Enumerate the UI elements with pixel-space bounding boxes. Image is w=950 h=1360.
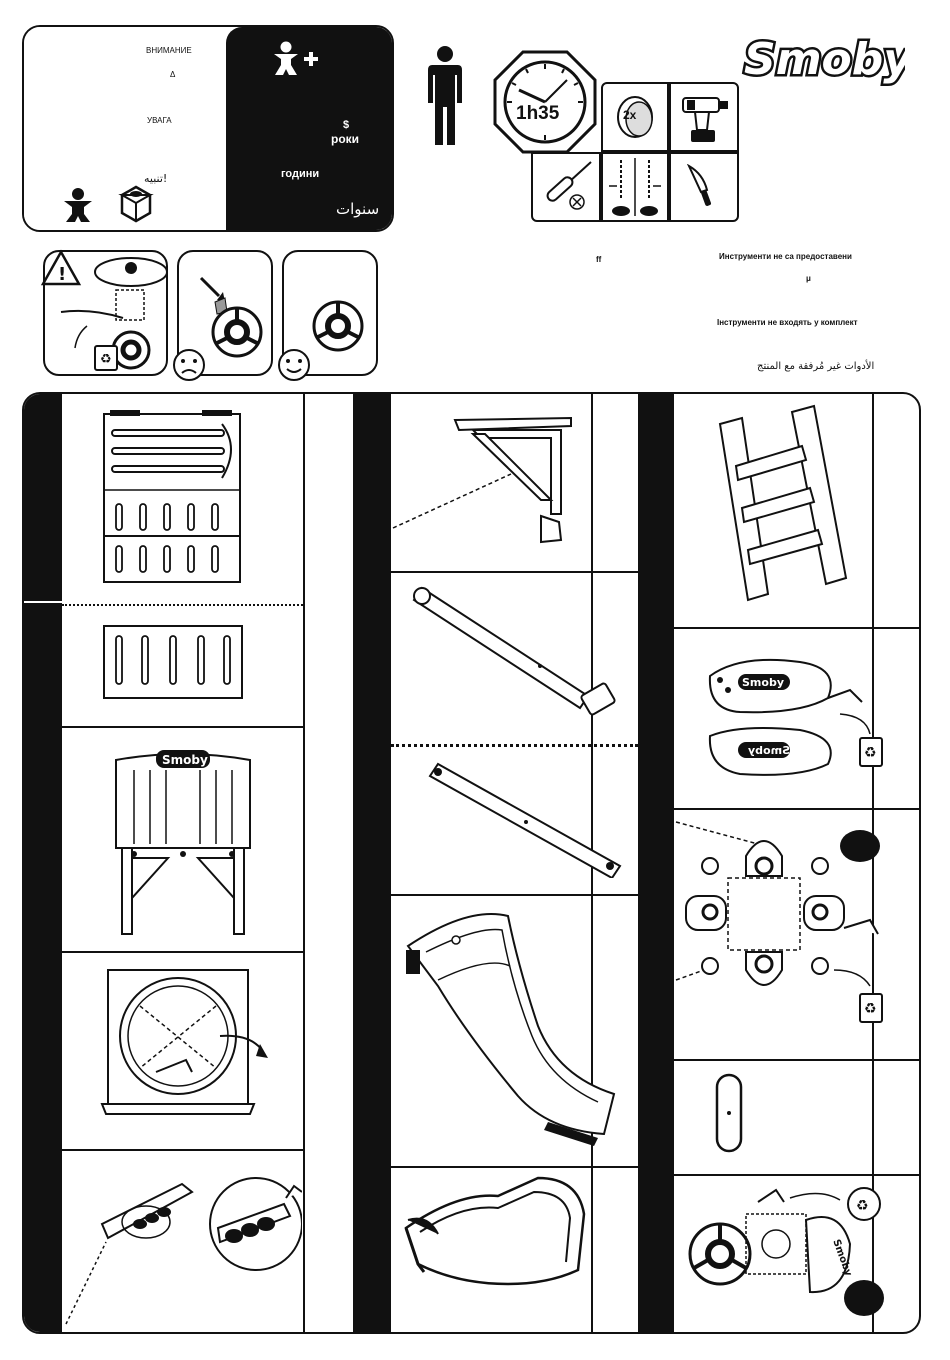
side-panel-drawing bbox=[100, 622, 246, 704]
drill-bit-icon bbox=[605, 156, 665, 218]
col2-separator-4 bbox=[353, 1166, 638, 1168]
svg-text:!: ! bbox=[58, 264, 66, 285]
screwdriver-icon bbox=[539, 160, 593, 214]
col2-separator-3 bbox=[353, 894, 638, 896]
age-symbol: $ bbox=[343, 119, 349, 131]
screwdriver-cell bbox=[531, 152, 601, 222]
col3-separator-1 bbox=[638, 627, 919, 629]
slide-base-drawing bbox=[398, 1174, 588, 1324]
svg-text:Smoby: Smoby bbox=[162, 753, 208, 767]
svg-text:Smoby: Smoby bbox=[744, 34, 905, 85]
tools-note-uk: Інструменти не входять у комплект bbox=[717, 318, 858, 327]
hours-bg-label: години bbox=[281, 168, 319, 180]
svg-text:Smoby: Smoby bbox=[748, 744, 790, 757]
tools-note-ff: ff bbox=[596, 255, 601, 264]
rail-washers-drawing bbox=[62, 1164, 302, 1330]
svg-text:♻: ♻ bbox=[856, 1198, 869, 1214]
warning-box: ВНИМАНИЕ Δ УВАГА تنبيه! $ роки години سن… bbox=[22, 25, 394, 232]
col2-separator-1 bbox=[353, 571, 638, 573]
warning-title-ar: تنبيه! bbox=[144, 172, 167, 185]
connectors-drawing: ♻ bbox=[674, 820, 902, 1050]
col3-separator-2 bbox=[638, 808, 919, 810]
col1-separator-3 bbox=[24, 951, 303, 953]
sad-face-icon bbox=[172, 348, 206, 382]
tools-note-mu: μ bbox=[806, 274, 811, 283]
drill-cell bbox=[669, 82, 739, 152]
warning-age-panel: $ роки години سنوات bbox=[226, 27, 392, 230]
assembly-frame: Smoby bbox=[22, 392, 921, 1334]
smoby-logo: Smoby bbox=[740, 28, 905, 88]
tools-note-ar: الأدوات غير مُرفقة مع المنتج bbox=[757, 361, 874, 372]
warning-title-ru: ВНИМАНИЕ bbox=[146, 46, 192, 55]
column-1-strip bbox=[24, 394, 62, 1332]
years-ru-label: роки bbox=[331, 132, 359, 146]
battery-step-panel: ! ♻ bbox=[43, 250, 168, 376]
adult-icon bbox=[425, 45, 465, 147]
knife-icon bbox=[683, 164, 725, 208]
drill-bit-cell bbox=[601, 152, 669, 222]
capsule-part-drawing bbox=[714, 1072, 744, 1154]
front-panel-drawing: Smoby bbox=[108, 748, 258, 940]
assembly-time: 1h35 bbox=[516, 103, 559, 125]
svg-text:♻: ♻ bbox=[864, 745, 877, 761]
column-1-divider bbox=[303, 394, 305, 1332]
short-bar-drawing bbox=[424, 758, 624, 878]
disc-sticker-drawing: Smoby ♻ bbox=[680, 1184, 900, 1324]
col1-dotted-separator bbox=[62, 604, 303, 606]
long-bar-drawing bbox=[408, 578, 618, 728]
knife-cell bbox=[669, 152, 739, 222]
child-icon bbox=[62, 187, 94, 223]
col3-separator-3 bbox=[638, 1059, 919, 1061]
stickers-drawing: Smoby Smoby ♻ bbox=[700, 654, 900, 794]
col1-tick-1 bbox=[24, 601, 62, 603]
tower-back-panel-drawing bbox=[98, 408, 246, 588]
drill-icon bbox=[679, 90, 731, 146]
small-parts-icon bbox=[116, 185, 156, 223]
col1-separator-2 bbox=[24, 726, 303, 728]
warning-text-area: ВНИМАНИЕ Δ УВАГА تنبيه! bbox=[24, 27, 226, 230]
battery-step-drawing: ! ♻ bbox=[31, 238, 179, 378]
col1-separator-4 bbox=[24, 1149, 303, 1151]
svg-text:♻: ♻ bbox=[100, 352, 112, 367]
svg-text:♻: ♻ bbox=[864, 1001, 877, 1017]
svg-text:Smoby: Smoby bbox=[742, 676, 784, 689]
battery-label: 2x bbox=[623, 108, 636, 122]
ladder-drawing bbox=[706, 404, 856, 616]
happy-face-icon bbox=[277, 348, 311, 382]
battery-cell: 2x bbox=[601, 82, 669, 152]
column-3-strip bbox=[638, 394, 674, 1332]
slide-drawing bbox=[398, 906, 622, 1156]
warning-title-uk: УВАГА bbox=[147, 116, 172, 125]
warning-symbol: Δ bbox=[170, 70, 175, 79]
col2-dotted-separator bbox=[391, 744, 638, 747]
years-ar-label: سنوات bbox=[336, 200, 379, 218]
clock-icon bbox=[493, 50, 597, 154]
column-2-strip bbox=[353, 394, 391, 1332]
tools-note-bg: Инструменти не са предоставени bbox=[719, 252, 852, 261]
child-plus-icon bbox=[272, 41, 322, 77]
window-panel-drawing bbox=[100, 964, 294, 1124]
bracket-drawing bbox=[391, 404, 591, 564]
col3-separator-4 bbox=[638, 1174, 919, 1176]
